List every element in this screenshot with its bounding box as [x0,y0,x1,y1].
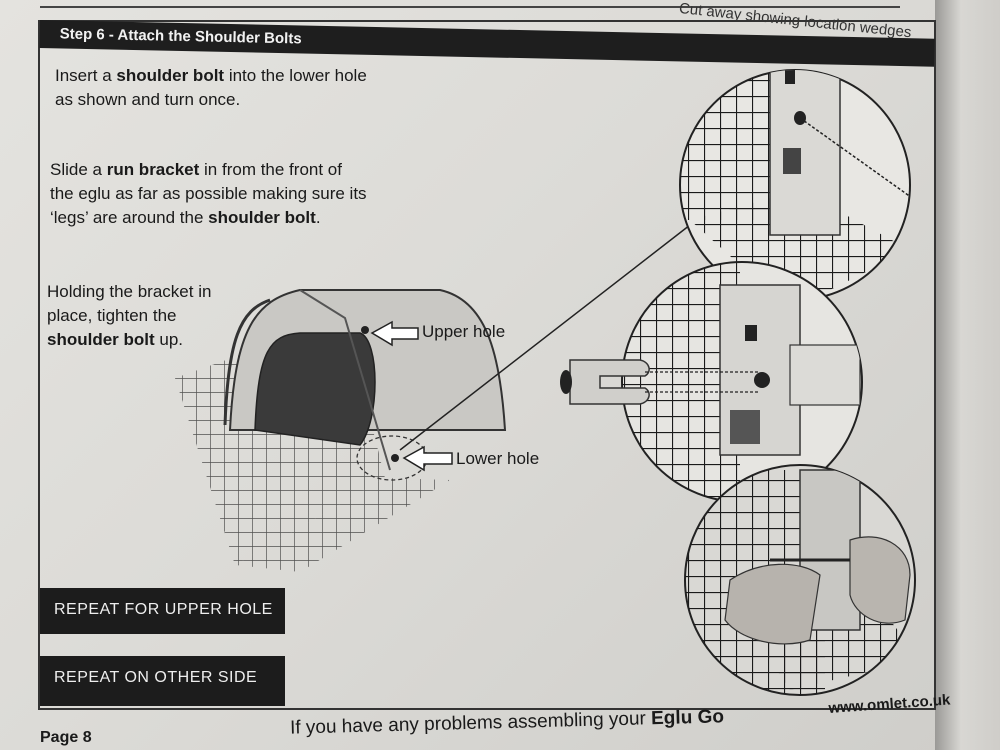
product-name: Eglu Go [651,706,724,729]
upper-hole-label: Upper hole [422,322,505,342]
lower-arrow-icon [404,447,452,470]
repeat-upper-hole-box: REPEAT FOR UPPER HOLE [40,588,285,634]
repeat-other-side-box: REPEAT ON OTHER SIDE [40,656,285,706]
detail-circle-tightening [685,465,920,700]
lower-hole-label: Lower hole [456,449,539,469]
page-number: Page 8 [40,729,92,747]
